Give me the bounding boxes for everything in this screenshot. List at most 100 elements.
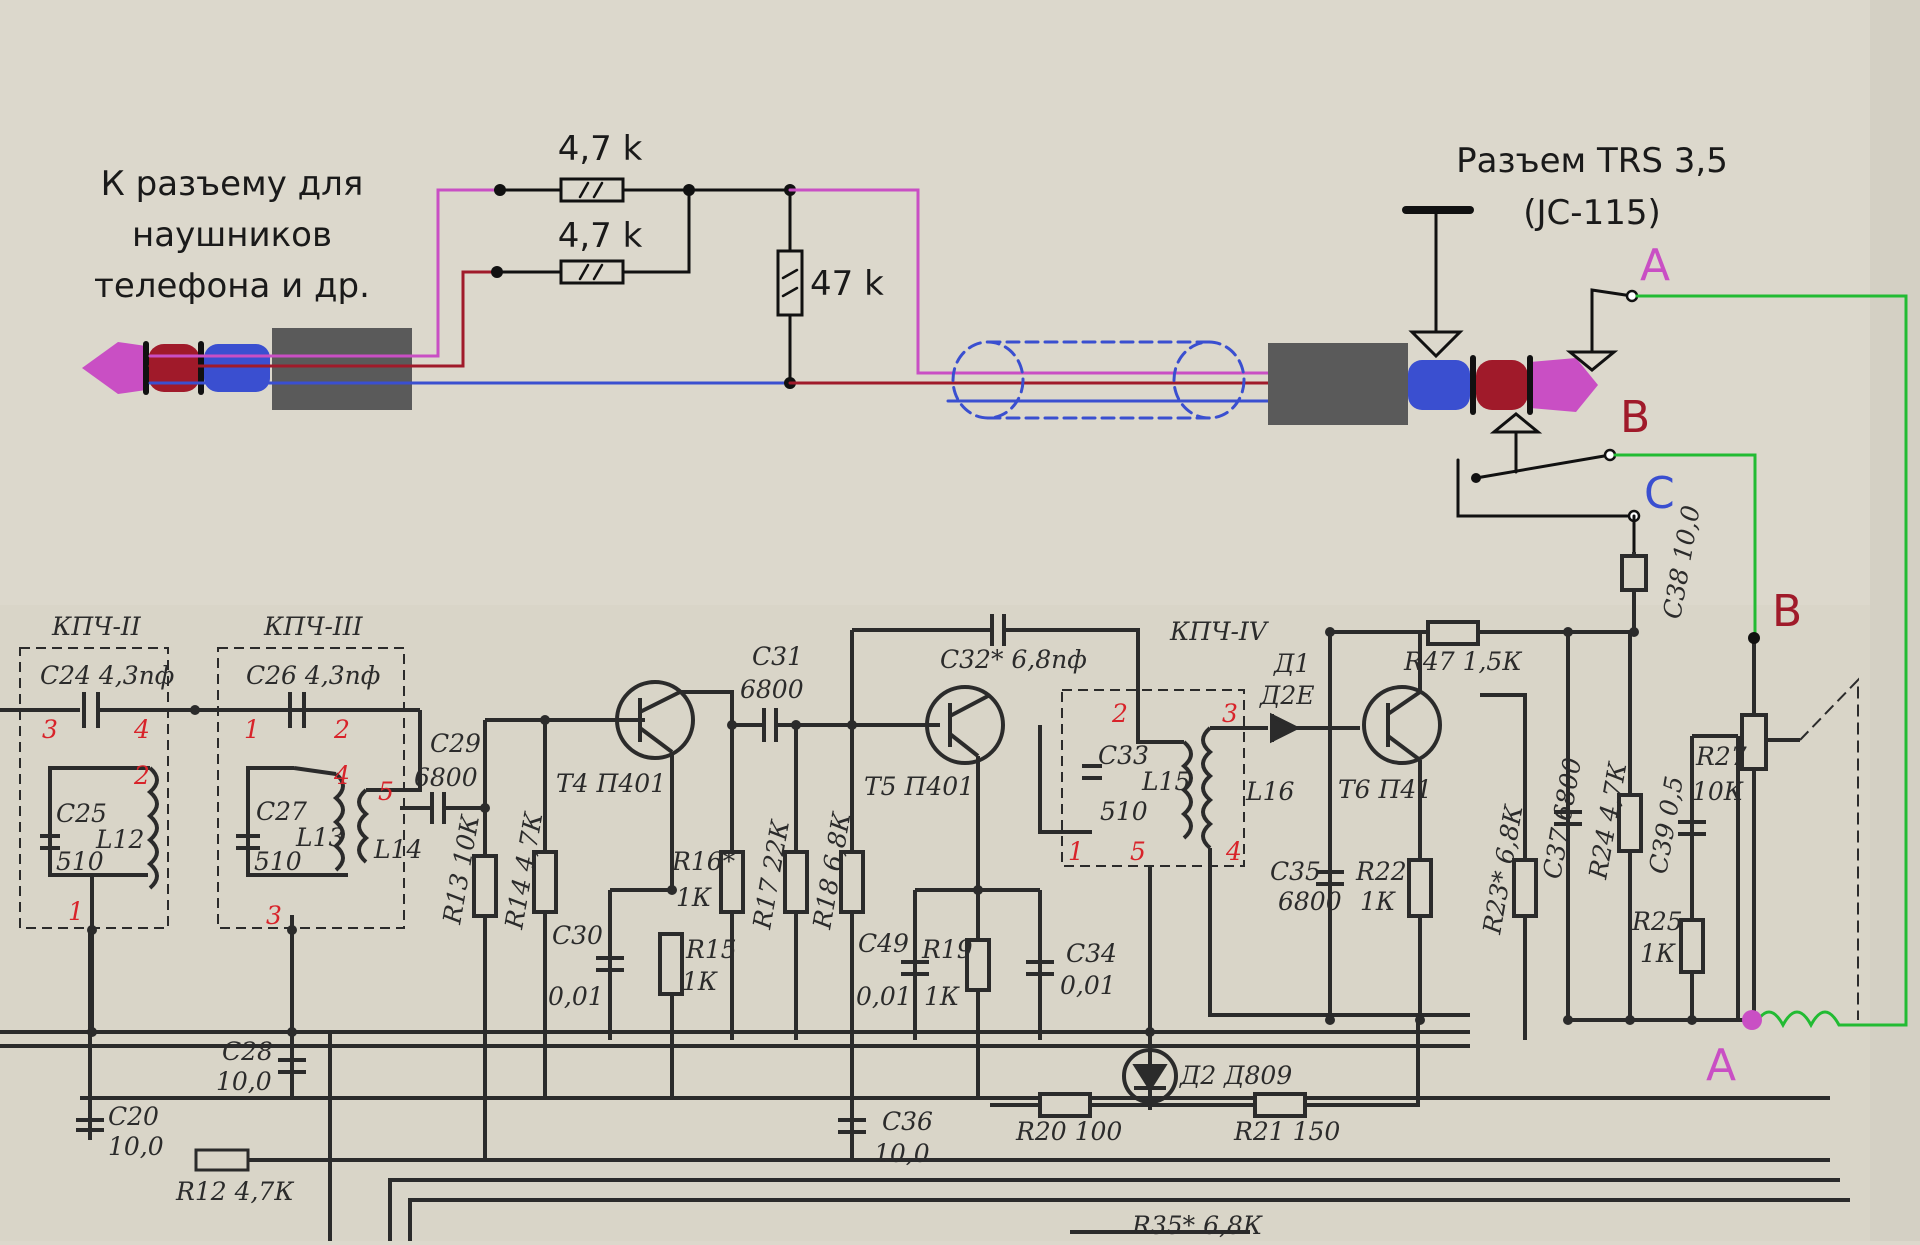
t4-label: T4 П401	[556, 769, 666, 798]
left-plug-body	[272, 328, 412, 410]
green-link-a	[1635, 294, 1908, 1027]
resistor-r24	[1617, 793, 1643, 853]
r16-label: R16*	[671, 847, 736, 876]
l15-label: L15	[1141, 767, 1190, 796]
resistor-r14	[532, 850, 558, 914]
resistor-shunt	[776, 249, 804, 317]
contact-triangle	[1489, 412, 1543, 434]
kpch2-label: КПЧ-II	[51, 612, 142, 641]
c36-value: 10,0	[874, 1139, 930, 1168]
c29-value: 6800	[414, 763, 478, 792]
resistor-r47	[1426, 620, 1480, 646]
r35-label: R35* 6,8К	[1131, 1211, 1263, 1240]
wire	[1305, 1015, 1420, 1107]
jack-switch-arm	[1474, 453, 1612, 480]
pin-label: 3	[266, 901, 282, 930]
r20-label: R20 100	[1015, 1117, 1122, 1146]
transistor-emitter	[1386, 734, 1422, 762]
c27-value: 510	[254, 847, 302, 876]
c27-label: C27	[256, 797, 307, 826]
resistor-r21	[1253, 1092, 1307, 1118]
wire	[48, 766, 148, 877]
supply-bus	[388, 1178, 1840, 1241]
resistor-r16	[719, 850, 745, 914]
jack-caption-line2: (JC-115)	[1523, 193, 1660, 233]
jack-label-b: B	[1620, 392, 1650, 443]
coil-l13	[332, 772, 345, 872]
wire	[246, 766, 348, 877]
wire	[1136, 700, 1184, 744]
supply-bus	[408, 1198, 1850, 1241]
contact-triangle	[1408, 330, 1464, 359]
r27-value: 10К	[1692, 777, 1744, 806]
c35-label: C35	[1270, 857, 1321, 886]
transistor-t6	[1362, 685, 1442, 765]
jack-tip-spring	[1590, 288, 1634, 354]
wire	[1038, 725, 1092, 834]
pin-label: 5	[1130, 837, 1146, 866]
transistor-emitter	[638, 726, 674, 754]
right-plug-ring	[1476, 360, 1528, 410]
d1-value: Д2Е	[1259, 681, 1314, 710]
resistor-top	[559, 177, 625, 203]
diode-d2-triangle	[1132, 1064, 1168, 1092]
transistor-collector	[1386, 690, 1422, 716]
l14-label: L14	[373, 835, 422, 864]
kpch4-label: КПЧ-IV	[1169, 617, 1270, 646]
contact-triangle	[1565, 350, 1619, 372]
r25-value: 1К	[1640, 939, 1676, 968]
c31-value: 6800	[740, 675, 804, 704]
resistor-mark	[578, 181, 604, 199]
transistor-emitter	[948, 732, 980, 758]
schematic-dots	[87, 627, 1760, 1037]
kpch4-box	[1061, 689, 1245, 867]
t6-label: T6 П41	[1338, 775, 1432, 804]
pin-label: 5	[378, 777, 394, 806]
left-plug-tip	[82, 342, 146, 394]
capacitor-c38	[1620, 554, 1648, 592]
pin-label: 2	[333, 715, 350, 744]
resistor-r12	[194, 1148, 250, 1172]
r22-label: R22	[1355, 857, 1407, 886]
top-captions: К разъему для наушников телефона и др. 4…	[94, 129, 1728, 519]
c25-label: C25	[56, 799, 107, 828]
r21-label: R21 150	[1233, 1117, 1340, 1146]
resistor-r19	[965, 938, 991, 992]
coil-l12	[146, 766, 159, 890]
resistor-r18	[839, 850, 865, 914]
r25-label: R25	[1631, 907, 1683, 936]
c24-label: C24 4,3пф	[40, 661, 174, 690]
kpch3-label: КПЧ-III	[263, 612, 364, 641]
wire	[366, 710, 422, 792]
resistor-mid	[559, 259, 625, 285]
left-caption-line1: К разъему для	[101, 164, 364, 204]
right-plug-body	[1268, 343, 1408, 425]
resistor-r13	[472, 854, 498, 918]
speaker-outline	[1799, 677, 1859, 1020]
wire-tip-left	[148, 188, 502, 358]
r19-value: 1К	[924, 982, 960, 1011]
c25-value: 510	[56, 847, 104, 876]
c31-label: C31	[752, 642, 803, 671]
right-plug-sleeve	[1408, 360, 1470, 410]
pin-label: 4	[1225, 837, 1242, 866]
left-caption-line2: наушников	[132, 215, 332, 255]
wire-tip-mid	[788, 188, 1280, 375]
junction-dot	[494, 184, 506, 196]
resistor-r20	[1038, 1092, 1092, 1118]
wire	[680, 690, 734, 1040]
transistor-collector	[639, 690, 681, 714]
r47-label: R47 1,5К	[1403, 647, 1522, 676]
c33-value: 510	[1100, 797, 1148, 826]
resistor-shunt-label: 47 k	[810, 264, 884, 304]
transistor-t5	[925, 685, 1005, 765]
d2-label: Д2 Д809	[1179, 1061, 1292, 1090]
top-adapter	[82, 177, 1908, 1027]
c26-label: C26 4,3пф	[246, 661, 380, 690]
l13-label: L13	[295, 823, 344, 852]
wire	[1004, 628, 1140, 700]
c35-value: 6800	[1278, 887, 1342, 916]
r16-value: 1К	[676, 883, 712, 912]
jack-label-a: A	[1640, 240, 1670, 291]
